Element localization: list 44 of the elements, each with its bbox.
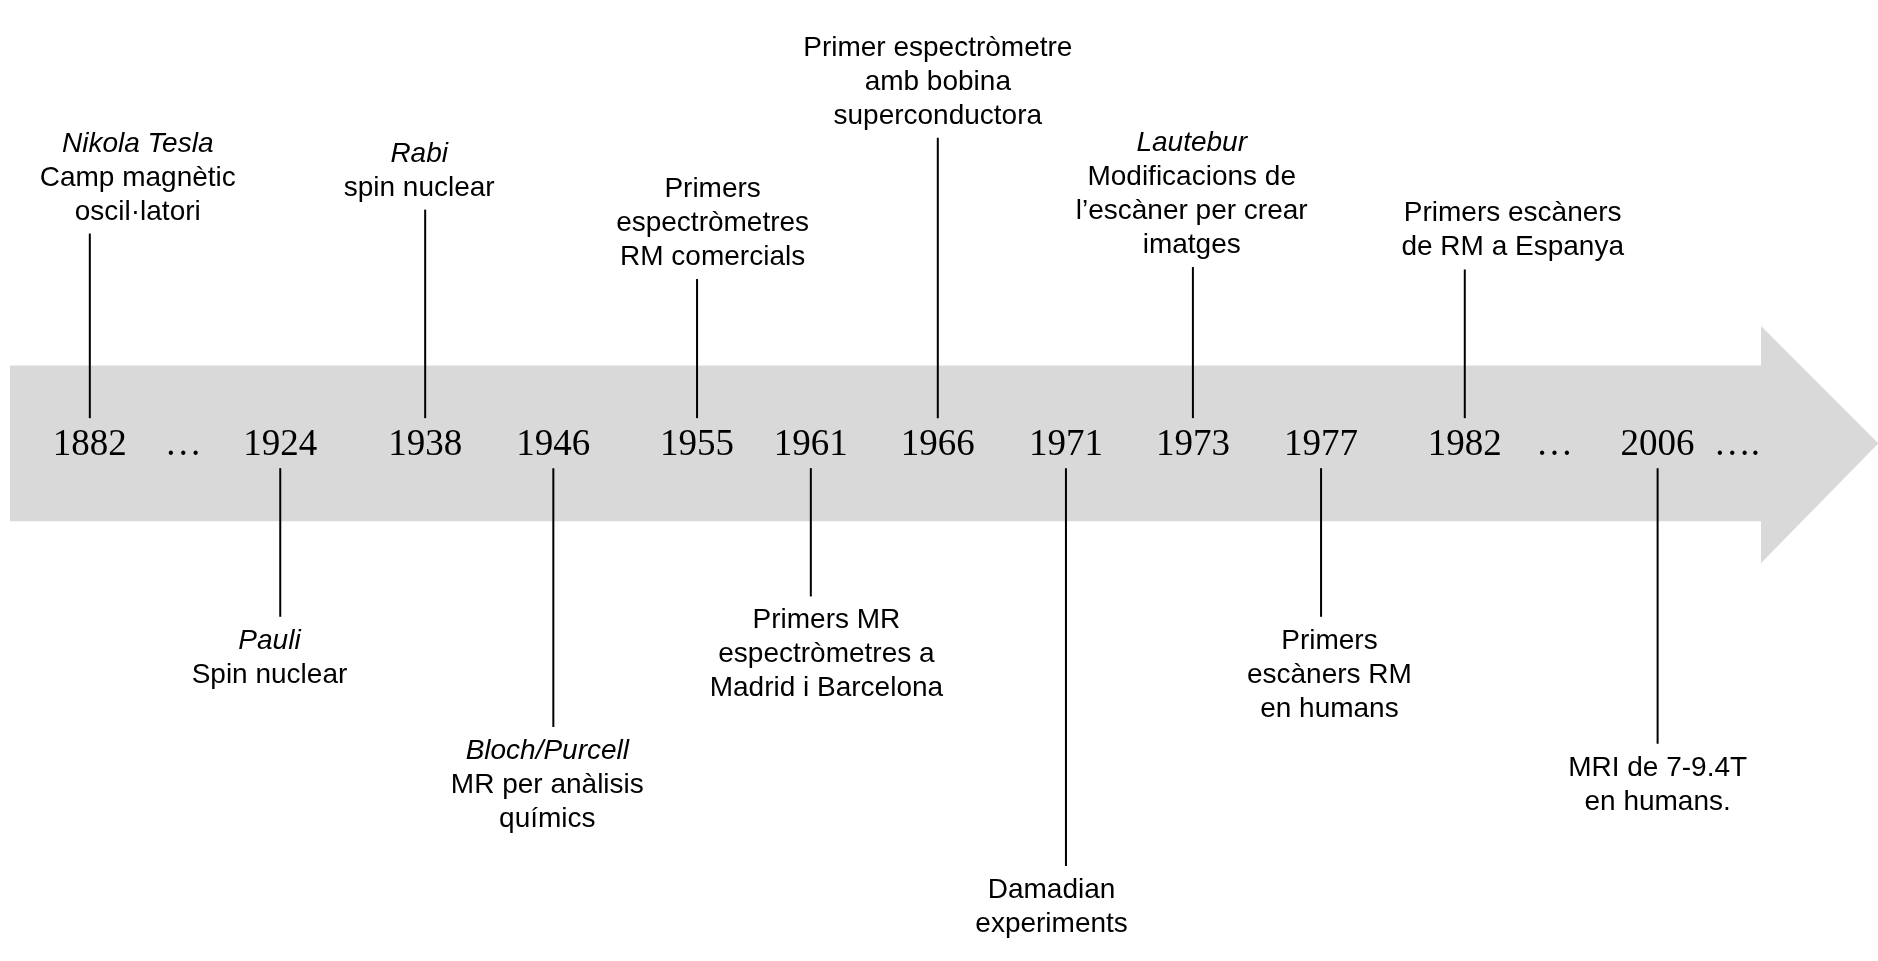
scientist-name: Nikola Tesla bbox=[61, 125, 215, 160]
year-label: 1982 bbox=[1427, 422, 1502, 465]
year-label: 1961 bbox=[773, 422, 848, 465]
ellipsis-text: …. bbox=[1713, 422, 1760, 465]
year-label: 1971 bbox=[1028, 422, 1103, 465]
event-description: Camp magnètic oscil·latori bbox=[38, 159, 237, 228]
event-description: Primers espectròmetres RM comercials bbox=[615, 171, 811, 274]
event-description: Primers MR espectròmetres a Madrid i Barcelona bbox=[708, 602, 945, 705]
year-label: 1977 bbox=[1284, 422, 1359, 465]
event-description: Primers escàners RM en humans bbox=[1245, 622, 1413, 725]
leader-line bbox=[552, 467, 555, 728]
event-description: Spin nuclear bbox=[190, 656, 349, 691]
leader-line bbox=[279, 467, 282, 618]
event-description: Damadian experiments bbox=[974, 871, 1129, 940]
year-label: 1924 bbox=[243, 422, 318, 465]
leader-line bbox=[1320, 467, 1323, 618]
event-description: spin nuclear bbox=[342, 169, 496, 204]
scientist-name: Rabi bbox=[389, 135, 450, 170]
scientist-name: Bloch/Purcell bbox=[464, 733, 631, 767]
leader-line bbox=[88, 232, 91, 420]
leader-line bbox=[1191, 266, 1194, 420]
year-label: 1955 bbox=[660, 422, 735, 465]
event-description: MR per anàlisis químics bbox=[449, 767, 645, 835]
leader-line bbox=[424, 208, 427, 420]
scientist-name: Lautebur bbox=[1135, 125, 1249, 160]
ellipsis-text: … bbox=[1536, 422, 1574, 465]
leader-line bbox=[696, 278, 699, 420]
year-label: 1938 bbox=[388, 422, 463, 465]
year-label: 1973 bbox=[1155, 422, 1230, 465]
year-label: 1882 bbox=[52, 422, 127, 465]
ellipsis-text: … bbox=[164, 422, 202, 465]
event-description: Primers escàners de RM a Espanya bbox=[1400, 195, 1625, 264]
year-label: 2006 bbox=[1620, 422, 1695, 465]
leader-line bbox=[1463, 268, 1466, 420]
event-description: MRI de 7-9.4T en humans. bbox=[1567, 749, 1749, 818]
year-label: 1966 bbox=[900, 422, 975, 465]
year-label: 1946 bbox=[516, 422, 591, 465]
leader-line bbox=[936, 136, 939, 420]
scientist-name: Pauli bbox=[237, 622, 303, 657]
leader-line bbox=[1064, 467, 1067, 867]
leader-line bbox=[809, 467, 812, 598]
event-description: Primer espectròmetre amb bobina superconductora bbox=[802, 29, 1074, 132]
event-description: Modificacions de l’escàner per crear imatges bbox=[1074, 159, 1309, 262]
leader-line bbox=[1656, 467, 1659, 745]
